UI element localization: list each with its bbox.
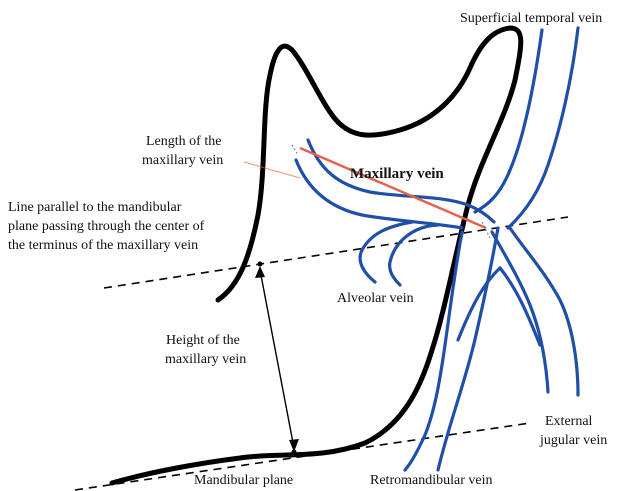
external-jugular-vein-inner: [492, 232, 548, 392]
jugular-arch: [458, 268, 500, 340]
jugular-arch-right: [500, 268, 540, 345]
label-maxillary-vein: Maxillary vein: [350, 166, 444, 182]
label-parallel-2: plane passing through the center of: [8, 219, 205, 234]
alveolar-vein-upper: [390, 225, 438, 285]
height-arrow: [260, 270, 294, 448]
label-length-1: Length of the: [146, 134, 221, 149]
veins: [296, 28, 578, 470]
label-parallel-3: the terminus of the maxillary vein: [8, 238, 198, 253]
superficial-temporal-vein-left: [475, 30, 542, 212]
length-tick-left: [292, 145, 298, 155]
external-jugular-vein-outer: [510, 228, 578, 395]
label-parallel-1: Line parallel to the mandibular: [8, 200, 182, 215]
label-external-1: External: [545, 414, 593, 429]
height-arrow-head-top: [255, 266, 265, 278]
label-external-2: jugular vein: [539, 433, 607, 448]
length-leader: [244, 162, 300, 178]
length-measure-line: [300, 148, 486, 228]
label-alveolar-vein: Alveolar vein: [337, 291, 414, 306]
label-height-1: Height of the: [166, 333, 240, 348]
label-mandibular-plane: Mandibular plane: [194, 473, 293, 488]
label-retromandibular-vein: Retromandibular vein: [370, 473, 492, 488]
label-superficial-temporal-vein: Superficial temporal vein: [460, 11, 602, 26]
height-point-bottom: [292, 450, 297, 455]
alveolar-vein-lower: [360, 222, 412, 282]
retromandibular-vein-mid: [438, 228, 498, 470]
height-point-top: [258, 262, 263, 267]
label-length-2: maxillary vein: [142, 153, 223, 168]
label-height-2: maxillary vein: [165, 352, 246, 367]
